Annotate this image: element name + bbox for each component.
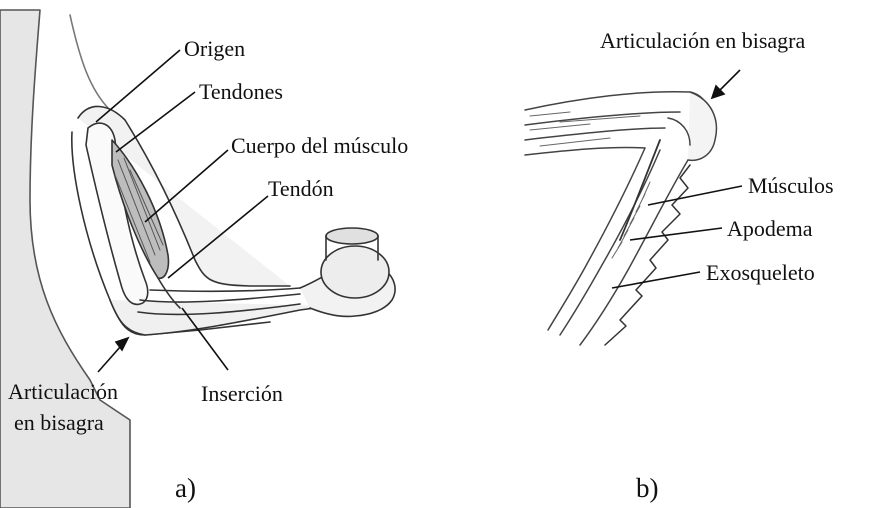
arthropod-leg-drawing: [525, 92, 716, 345]
caption-b: b): [636, 475, 659, 502]
label-apodema: Apodema: [727, 218, 813, 240]
label-tendon: Tendón: [268, 178, 334, 200]
arrowhead-articulacion-a: [116, 338, 128, 350]
label-tendones: Tendones: [199, 81, 283, 103]
label-insercion: Inserción: [201, 383, 283, 405]
leader-musculos: [648, 186, 742, 205]
label-articulacion-a-line2: en bisagra: [14, 412, 104, 434]
label-articulacion-b: Articulación en bisagra: [600, 30, 805, 52]
label-musculos: Músculos: [748, 175, 834, 197]
leader-tendones: [116, 92, 195, 152]
label-articulacion-a-line1: Articulación: [8, 381, 118, 403]
label-cuerpo-del-musculo: Cuerpo del músculo: [231, 135, 408, 157]
caption-a: a): [175, 475, 196, 502]
leader-apodema: [630, 228, 722, 240]
label-origen: Origen: [184, 38, 245, 60]
leader-origen: [96, 50, 180, 122]
label-exosqueleto: Exosqueleto: [706, 262, 815, 284]
